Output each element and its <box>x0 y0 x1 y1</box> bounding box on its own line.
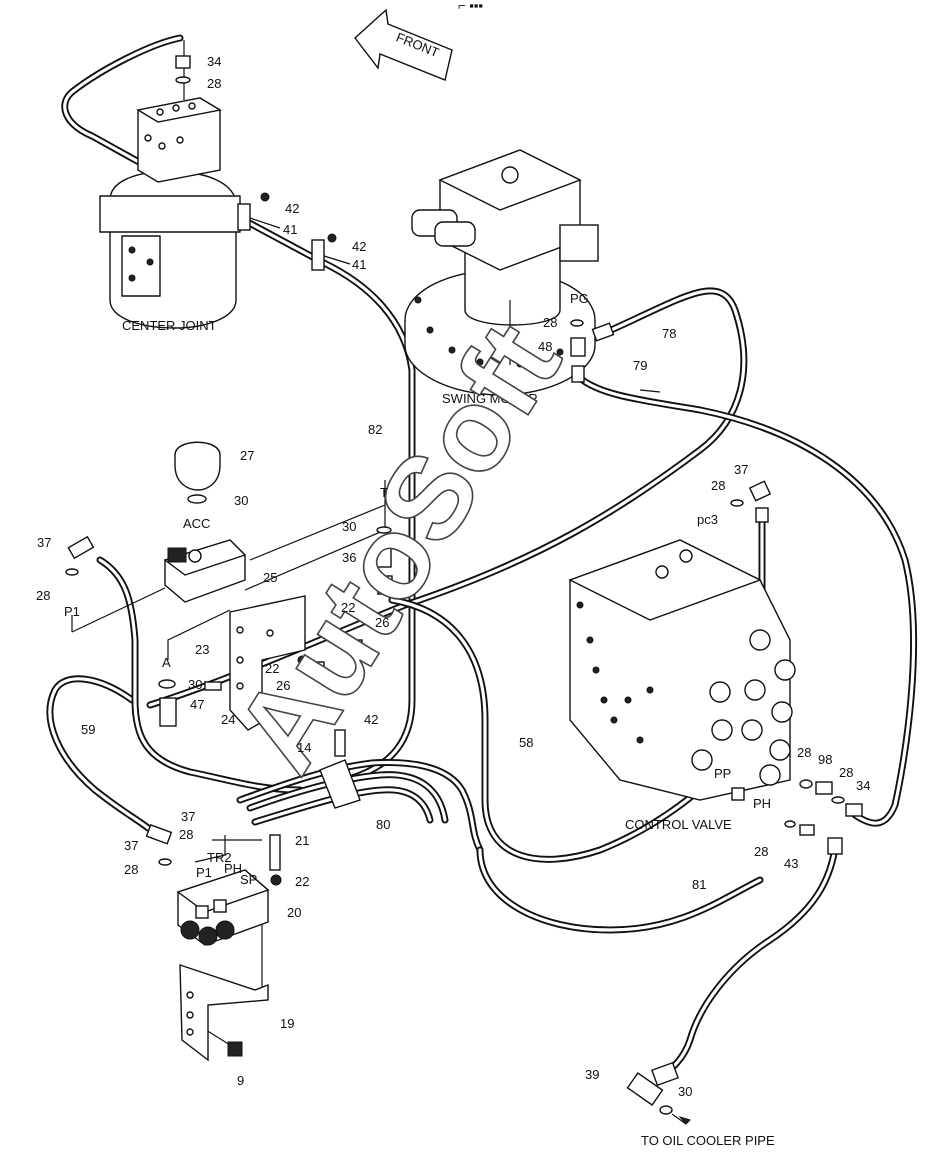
part-36: 36 <box>342 550 356 565</box>
part-28-cv-d: 28 <box>754 844 768 859</box>
part-79: 79 <box>633 358 647 373</box>
oil-cooler-label: TO OIL COOLER PIPE <box>641 1133 775 1148</box>
fittings-cv <box>730 480 863 855</box>
part-42-b: 42 <box>352 239 366 254</box>
part-37-block: 37 <box>181 809 195 824</box>
control-valve-label: CONTROL VALVE <box>625 817 732 832</box>
part-41-b: 41 <box>352 257 366 272</box>
part-25: 25 <box>263 570 277 585</box>
part-78: 78 <box>662 326 676 341</box>
port-p1-top: P1 <box>64 604 80 619</box>
swing-motor-label: SWING MOTOR <box>442 391 538 406</box>
bracket-19 <box>179 964 269 1062</box>
port-tr2: TR2 <box>207 850 232 865</box>
part-82: 82 <box>368 422 382 437</box>
part-80: 80 <box>376 817 390 832</box>
top-mark: ⌐ ▪▪▪ <box>458 0 483 13</box>
part-28-sm: 28 <box>543 315 557 330</box>
part-30-a: 30 <box>188 677 202 692</box>
bolts <box>576 601 654 744</box>
part-42-a: 42 <box>285 201 299 216</box>
port-pc3: pc3 <box>697 512 718 527</box>
part-43: 43 <box>784 856 798 871</box>
fittings-swing <box>570 319 615 383</box>
part-numbers: 34 28 42 41 42 41 28 48 78 79 82 27 30 3… <box>36 54 870 1099</box>
port-pg: PG <box>570 291 589 306</box>
port-labels: A T P1 pc3 PP PH TR2 P1 PH SP <box>64 485 771 887</box>
part-30-t: 30 <box>342 519 356 534</box>
part-30-oc: 30 <box>678 1084 692 1099</box>
port-sp: SP <box>240 872 257 887</box>
accumulator-icon <box>174 441 221 504</box>
part-19: 19 <box>280 1016 294 1031</box>
part-28-cv-b: 28 <box>797 745 811 760</box>
spool-caps <box>691 629 796 786</box>
center-joint-icon <box>99 40 241 329</box>
part-20: 20 <box>287 905 301 920</box>
part-81: 81 <box>692 877 706 892</box>
part-22-a: 22 <box>341 600 355 615</box>
port-ph-cv: PH <box>753 796 771 811</box>
part-23: 23 <box>195 642 209 657</box>
part-9: 9 <box>237 1073 244 1088</box>
part-28-top: 28 <box>207 76 221 91</box>
oil-cooler-fitting <box>626 1061 691 1125</box>
part-21: 21 <box>295 833 309 848</box>
part-28-block: 28 <box>179 827 193 842</box>
part-26-b: 26 <box>276 678 290 693</box>
part-24: 24 <box>221 712 235 727</box>
part-98: 98 <box>818 752 832 767</box>
part-22-b: 22 <box>265 661 279 676</box>
part-42-c: 42 <box>364 712 378 727</box>
part-37-left: 37 <box>37 535 51 550</box>
port-acc: ACC <box>183 516 210 531</box>
hose-81b <box>476 846 764 934</box>
control-valve-icon <box>568 539 796 801</box>
part-14: 14 <box>297 740 311 755</box>
part-47: 47 <box>190 697 204 712</box>
part-22-c: 22 <box>295 874 309 889</box>
center-joint-label: CENTER JOINT <box>122 318 217 333</box>
part-26-a: 26 <box>375 615 389 630</box>
valve-block-20 <box>176 834 282 946</box>
clamp-brackets <box>237 192 351 271</box>
part-34-top: 34 <box>207 54 221 69</box>
port-a: A <box>162 655 171 670</box>
part-41-a: 41 <box>283 222 297 237</box>
port-t: T <box>380 485 388 500</box>
part-28-left: 28 <box>36 588 50 603</box>
port-pp: PP <box>714 766 731 781</box>
part-37-bl: 37 <box>124 838 138 853</box>
port-p1-block: P1 <box>196 865 212 880</box>
part-48: 48 <box>538 339 552 354</box>
part-30-acc: 30 <box>234 493 248 508</box>
part-39: 39 <box>585 1067 599 1082</box>
swing-motor-icon <box>404 149 599 396</box>
part-59: 59 <box>81 722 95 737</box>
fittings-misc <box>65 526 393 866</box>
part-28-cv-c: 28 <box>839 765 853 780</box>
hose-81 <box>656 844 839 1080</box>
part-37-cv: 37 <box>734 462 748 477</box>
front-arrow-icon: FRONT <box>354 8 453 81</box>
part-34-cv: 34 <box>856 778 870 793</box>
part-28-bl: 28 <box>124 862 138 877</box>
part-58: 58 <box>519 735 533 750</box>
watermark: AutoSoft <box>210 301 586 793</box>
part-28-cv: 28 <box>711 478 725 493</box>
port-ph-block: PH <box>224 861 242 876</box>
bracket-23 <box>229 595 306 731</box>
solenoid-block-icon <box>163 539 247 603</box>
part-27: 27 <box>240 448 254 463</box>
